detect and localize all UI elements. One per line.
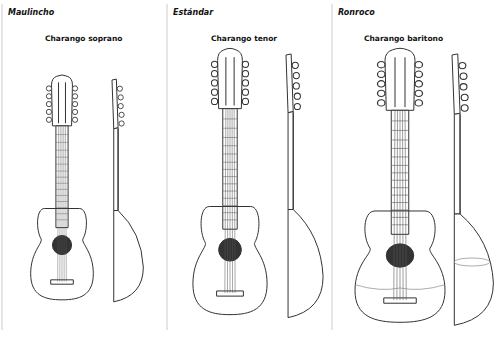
charango-side xyxy=(452,54,493,325)
panel-divider xyxy=(332,4,333,330)
instrument-type: Charango soprano xyxy=(45,34,122,43)
instrument-name: Ronroco xyxy=(338,8,375,17)
panel-divider xyxy=(167,4,168,330)
instrument-type: Charango tenor xyxy=(211,34,277,43)
panel-divider xyxy=(2,4,3,330)
charango-front xyxy=(355,48,445,322)
charango-front xyxy=(193,48,267,314)
body-contour xyxy=(454,258,490,266)
instrument-name: Estándar xyxy=(173,8,213,17)
charango-front xyxy=(31,75,94,300)
charango-side xyxy=(286,54,323,318)
instrument-type: Charango baritono xyxy=(364,34,443,43)
body-contour xyxy=(356,285,444,289)
charango-side xyxy=(112,79,143,302)
instrument-name: Maulincho xyxy=(8,8,54,17)
